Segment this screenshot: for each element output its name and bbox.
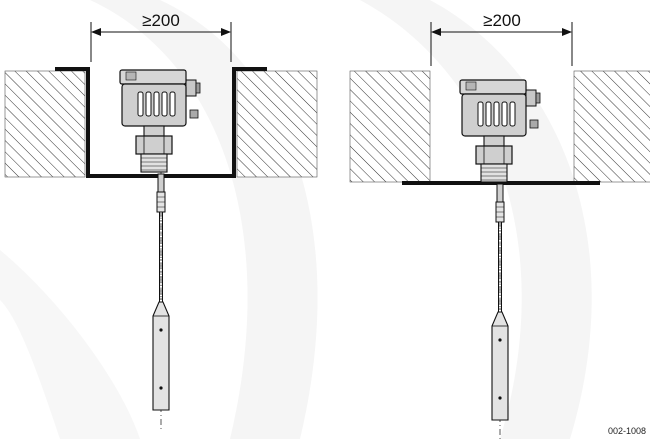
left-rope-probe <box>152 171 170 433</box>
left-wall-hatch-left <box>4 70 86 178</box>
right-rope-probe <box>491 181 509 439</box>
right-wall-hatch-left <box>349 70 431 183</box>
right-installation: ≥200 <box>349 11 650 439</box>
figure-reference-code: 002-1008 <box>608 426 646 436</box>
left-wall-hatch-right <box>236 70 318 178</box>
left-sensor-head <box>119 69 201 173</box>
left-installation: ≥200 <box>4 11 318 433</box>
right-dimension-label: ≥200 <box>483 11 521 30</box>
right-wall-hatch-right <box>573 70 650 183</box>
left-dimension-label: ≥200 <box>142 11 180 30</box>
